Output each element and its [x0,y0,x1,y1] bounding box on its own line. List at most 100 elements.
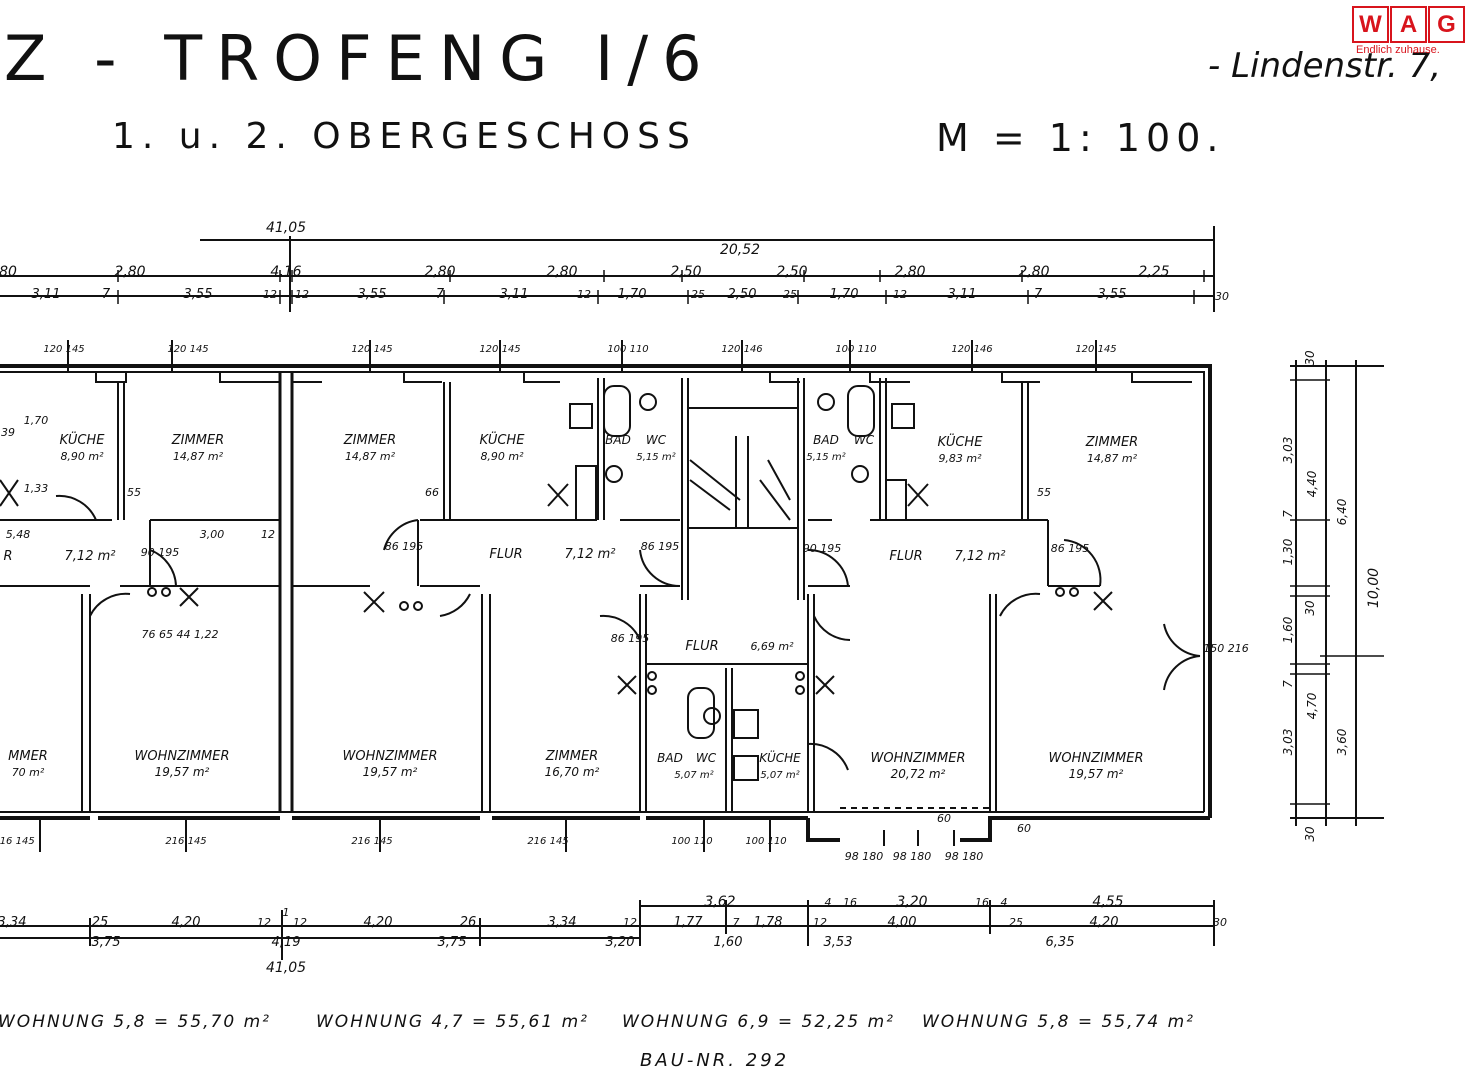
dim-right-6: 7 [1281,680,1295,688]
dim-right-5: 1,60 [1281,616,1295,643]
dim-misc-21: 98 180 [945,850,984,863]
dim-win-bot-5: 100 110 [745,836,786,847]
plan-title: Z - TROFENG I/6 [4,22,716,95]
dim-win-top-3: 120 145 [479,344,520,355]
room-kueche-1: KÜCHE [60,431,106,448]
dim-misc-14: 86 195 [611,632,650,645]
room-bad-2: BAD [813,433,839,447]
room-zimmer-2: ZIMMER [343,433,396,448]
dim-bot1-11: 7 [733,916,740,929]
unit-summary-4: WOHNUNG 5,8 = 55,74 m² [922,1012,1195,1032]
dim-misc-9: 86 195 [385,540,424,553]
bau-number: BAU-NR. 292 [640,1050,790,1071]
dim-win-top-5: 120 146 [721,344,762,355]
dim-row1-8: 2,80 [1018,264,1049,280]
room-wohnzimmer-0: MMER [8,749,48,764]
dim-win-top-6: 100 110 [835,344,876,355]
dim-bottom-top-4: 16 [975,896,989,909]
dim-row1-2: 4,16 [270,264,301,280]
dim-row2-8: 12 [577,288,591,301]
dim-win-bot-2: 216 145 [351,836,392,847]
dim-bottom-top-3: 3,20 [896,894,927,910]
dim-right-1: 3,03 [1281,437,1295,464]
dim-bot1-17: 30 [1213,916,1227,929]
dim-right-8: 30 [1303,826,1317,842]
dim-right-mid-1: 4,70 [1305,692,1319,719]
room-kueche-2-area: 8,90 m² [480,450,524,463]
dim-misc-19: 98 180 [845,850,884,863]
room-wc-1-area: 5,15 m² [636,452,675,463]
dim-bot1-14: 4,00 [888,915,917,930]
room-wohnzimmer-4: WOHNZIMMER [1048,751,1143,766]
room-flur-1: FLUR [489,547,522,562]
dim-row2-17: 3,55 [1098,287,1127,302]
dim-bot1-7: 26 [460,915,477,930]
dim-bot1-10: 1,77 [674,915,704,930]
dim-row2-6: 7 [436,287,445,302]
dim-misc-15: 76 65 44 1,22 [142,628,219,641]
dim-row2-9: 1,70 [618,287,647,302]
logo-letter-a: A [1390,6,1427,43]
logo-tagline: Endlich zuhause. [1356,44,1440,56]
dim-row2-15: 3,11 [948,287,977,302]
dim-row1-6: 2,50 [776,264,807,280]
dim-win-bot-1: 216 145 [165,836,206,847]
wag-logo[interactable]: W A G Endlich zuhause. [1352,4,1465,56]
room-wohnzimmer-1-area: 19,57 m² [155,765,210,779]
room-wohnzimmer-4-area: 19,57 m² [1069,767,1124,781]
dim-bot1-2: 4,20 [172,915,201,930]
room-wc-3-area: 5,07 m² [674,770,713,781]
dim-misc-11: 90 195 [803,542,842,555]
room-zimmer-4: ZIMMER [545,749,598,764]
dim-win-bot-3: 216 145 [527,836,568,847]
dim-win-top-4: 100 110 [607,344,648,355]
room-wohnzimmer-2-area: 19,57 m² [363,765,418,779]
dim-misc-8: 55 [1037,486,1051,499]
dim-row1-3: 2,80 [424,264,455,280]
dim-bot2-0: 3,75 [92,935,121,950]
room-flur-0-area: 7,12 m² [65,549,116,564]
dim-row2-14: 12 [893,288,907,301]
dim-row2-16: 7 [1034,287,1043,302]
room-bad-3: BAD [657,751,683,765]
dim-row1-5: 2,50 [670,264,701,280]
room-wohnzimmer-0-area: 70 m² [12,766,45,779]
dim-misc-4: 3,00 [200,528,225,541]
dim-total-bottom: 41,05 [266,960,306,976]
dim-right-4: 30 [1303,600,1317,616]
dim-row2-4: 12 [295,288,309,301]
dim-win-top-1: 120 145 [167,344,208,355]
dim-bot1-4: 1 [283,906,290,919]
dim-bot1-12: 1,78 [754,915,783,930]
dim-bot2-1: 4,19 [272,935,301,950]
dim-misc-1: 1,33 [24,482,49,495]
dim-misc-7: 66 [425,486,439,499]
dim-misc-0: 1,70 [24,414,49,427]
room-wc-3: WC [696,751,717,765]
dim-bottom-top-1: 4 [825,896,832,909]
dim-misc-13: 86 195 [1051,542,1090,555]
room-bad-1: BAD [605,433,631,447]
dim-bot2-4: 1,60 [714,935,743,950]
logo-letter-w: W [1352,6,1389,43]
room-flur-1-area: 7,12 m² [565,547,616,562]
room-kueche-4-area: 5,07 m² [760,770,799,781]
dim-right-total: 10,00 [1366,568,1382,608]
dim-row2-1: 7 [102,287,111,302]
room-kueche-2: KÜCHE [480,431,526,448]
dim-right-outer-0: 6,40 [1335,498,1349,525]
unit-summary-2: WOHNUNG 4,7 = 55,61 m² [316,1012,589,1032]
dim-row1-7: 2,80 [894,264,925,280]
dim-bot1-9: 12 [623,916,637,929]
dim-right-0: 30 [1303,350,1317,366]
room-flur-3-area: 6,69 m² [750,640,794,653]
room-zimmer-2-area: 14,87 m² [345,450,396,463]
dim-right-mid-0: 4,40 [1305,470,1319,497]
dim-win-bot-0: 216 145 [0,836,35,847]
room-wohnzimmer-2: WOHNZIMMER [342,749,437,764]
dim-row2-11: 2,50 [728,287,757,302]
room-flur-0: R [3,549,12,564]
dim-bot1-8: 3,34 [548,915,577,930]
dim-row2-13: 1,70 [830,287,859,302]
